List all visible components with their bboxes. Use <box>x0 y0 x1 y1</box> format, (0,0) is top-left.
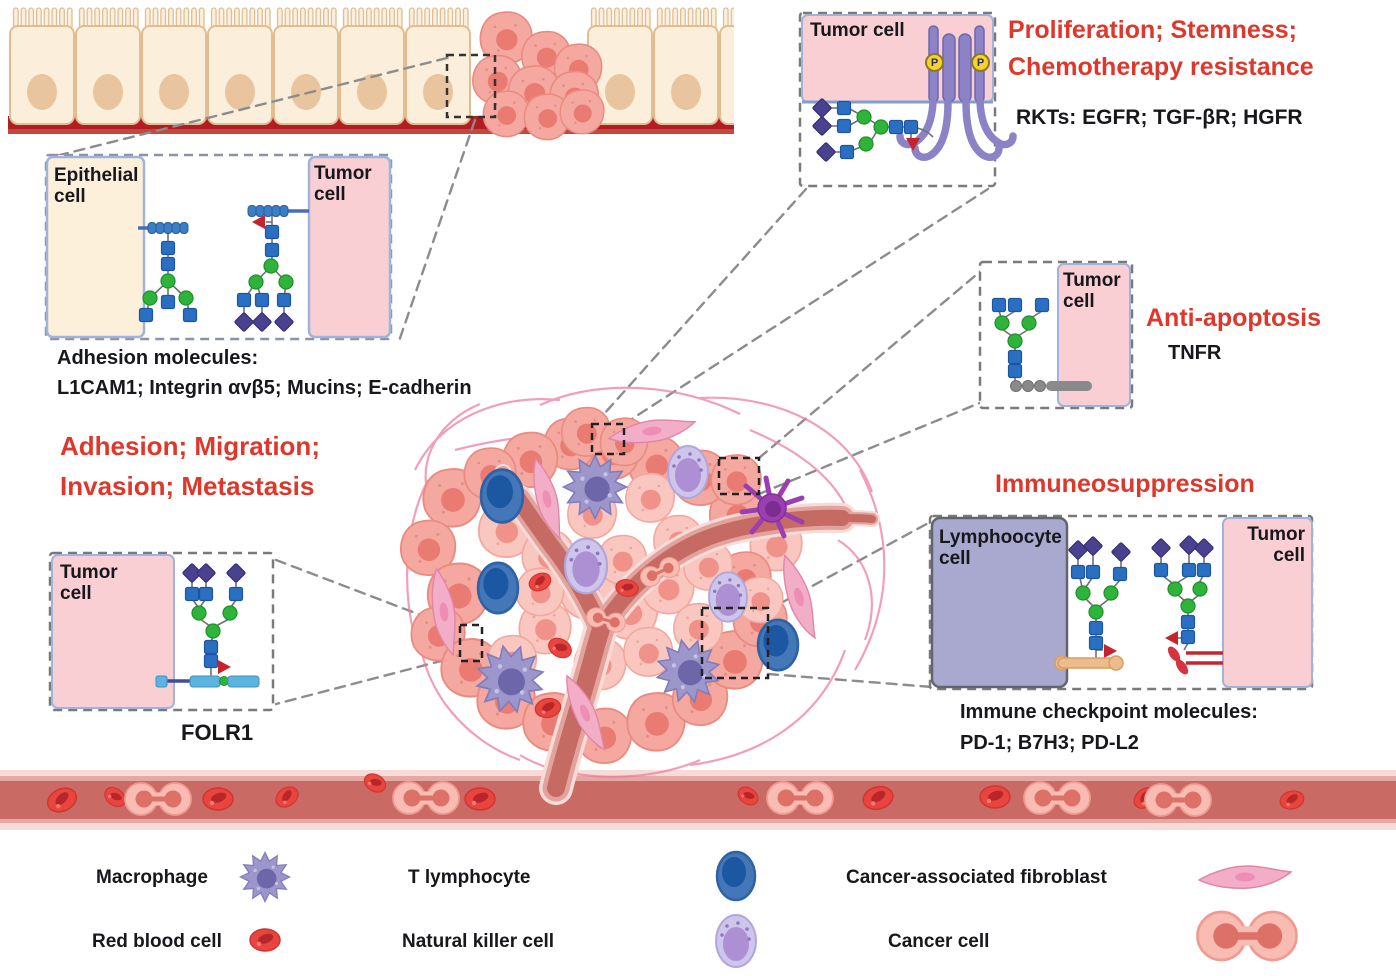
fibroblast-icon <box>1198 865 1292 889</box>
adhesion-molecules-heading: Adhesion molecules: <box>57 347 259 369</box>
phosphorylation-badge: P <box>925 53 944 72</box>
t-lymphocyte-icon <box>715 850 757 902</box>
checkpoint-molecules-heading: Immune checkpoint molecules: <box>960 701 1258 723</box>
legend-label-red-blood-cell: Red blood cell <box>92 931 222 952</box>
folr1-panel-graphics <box>48 551 275 712</box>
lymphocyte-cell-label: Lymphoocyte cell <box>939 527 1062 570</box>
adhesion-molecules-list: L1CAM1; Integrin αvβ5; Mucins; E-cadheri… <box>57 377 472 399</box>
legend-label-fibroblast: Cancer-associated fibroblast <box>846 867 1107 888</box>
cancer-cell-icon <box>1196 910 1298 962</box>
legend-label-natural-killer-cell: Natural killer cell <box>402 931 555 952</box>
glycan-folr1 <box>155 562 260 688</box>
epithelial-cell-label: Epithelial cell <box>54 165 139 208</box>
connector-lines <box>50 56 990 706</box>
rtk-process-title-line1: Proliferation; Stemness; <box>1008 16 1297 44</box>
epithelial-cell-box <box>45 155 146 339</box>
natural-killer-cell-icon <box>715 914 757 968</box>
t-lymphocyte-cell <box>476 561 520 615</box>
t-lymphocyte-cell <box>756 618 800 672</box>
adhesion-process-title-line2: Invasion; Metastasis <box>60 471 315 501</box>
tumor-zoom-rects <box>458 422 770 680</box>
rtk-receptors-label: RKTs: EGFR; TGF-βR; HGFR <box>1016 106 1303 129</box>
folr1-tumor-cell-label: Tumor cell <box>60 562 118 605</box>
red-blood-cell-icon <box>249 928 281 952</box>
legend-label-macrophage: Macrophage <box>96 867 208 888</box>
folr1-tumor-cell-box <box>51 554 175 709</box>
immuno-tumor-cell-label: Tumor cell <box>1247 524 1305 567</box>
breaching-tumor-cells <box>472 11 605 141</box>
immuno-tumor-cell-box <box>1222 517 1313 688</box>
adhesion-tumor-cell-label: Tumor cell <box>314 163 372 206</box>
lymphocyte-cell-box <box>930 516 1069 689</box>
glycan-rtk <box>811 97 934 163</box>
phosphorylation-badge: P <box>971 53 990 72</box>
adhesion-panel-graphics <box>44 153 393 341</box>
folr1-molecule-label: FOLR1 <box>181 720 254 745</box>
natural-killer-cell <box>708 571 748 623</box>
immunosuppression-title: Immuneosuppression <box>995 470 1255 498</box>
tnfr-panel-graphics <box>978 260 1134 410</box>
glycan-pdl2 <box>1150 534 1223 675</box>
glycan-epithelial <box>138 222 198 323</box>
legend-label-cancer-cell: Cancer cell <box>888 931 990 952</box>
ecm-fibers <box>406 386 886 778</box>
adhesion-process-title-line1: Adhesion; Migration; <box>60 431 320 461</box>
glycan-tnfr <box>991 297 1092 392</box>
tumor-microenvironment <box>399 386 886 788</box>
rtk-process-title-line2: Chemotherapy resistance <box>1008 53 1314 81</box>
tnfr-tumor-cell-label: Tumor cell <box>1063 270 1121 313</box>
legend-label-t-lymphocyte: T lymphocyte <box>408 867 531 888</box>
checkpoint-molecules-list: PD-1; B7H3; PD-L2 <box>960 732 1139 754</box>
glycan-pd1 <box>1054 535 1132 671</box>
tnfr-receptor-label: TNFR <box>1168 342 1222 364</box>
tnfr-receptor-bar <box>1046 381 1092 391</box>
adhesion-tumor-cell-box <box>307 155 392 339</box>
natural-killer-cell <box>667 445 709 499</box>
legend-icons <box>239 850 1298 968</box>
pd1-receptor-bar <box>1057 657 1117 669</box>
anti-apoptosis-title: Anti-apoptosis <box>1146 304 1321 332</box>
macrophage-icon <box>239 851 291 903</box>
rtk-panel-graphics <box>798 11 1017 188</box>
epithelium-illustration <box>8 7 734 141</box>
folr1-receptor-bar <box>189 675 221 688</box>
glycan-tumor-adhesion <box>233 205 309 333</box>
t-lymphocyte-cell <box>479 468 525 524</box>
tnfr-tumor-cell-box <box>1057 263 1131 407</box>
rtk-tumor-cell-label: Tumor cell <box>810 20 905 41</box>
immuno-panel-graphics <box>928 514 1314 691</box>
natural-killer-cell <box>563 537 609 595</box>
epithelium-zoom-rect <box>445 53 497 119</box>
